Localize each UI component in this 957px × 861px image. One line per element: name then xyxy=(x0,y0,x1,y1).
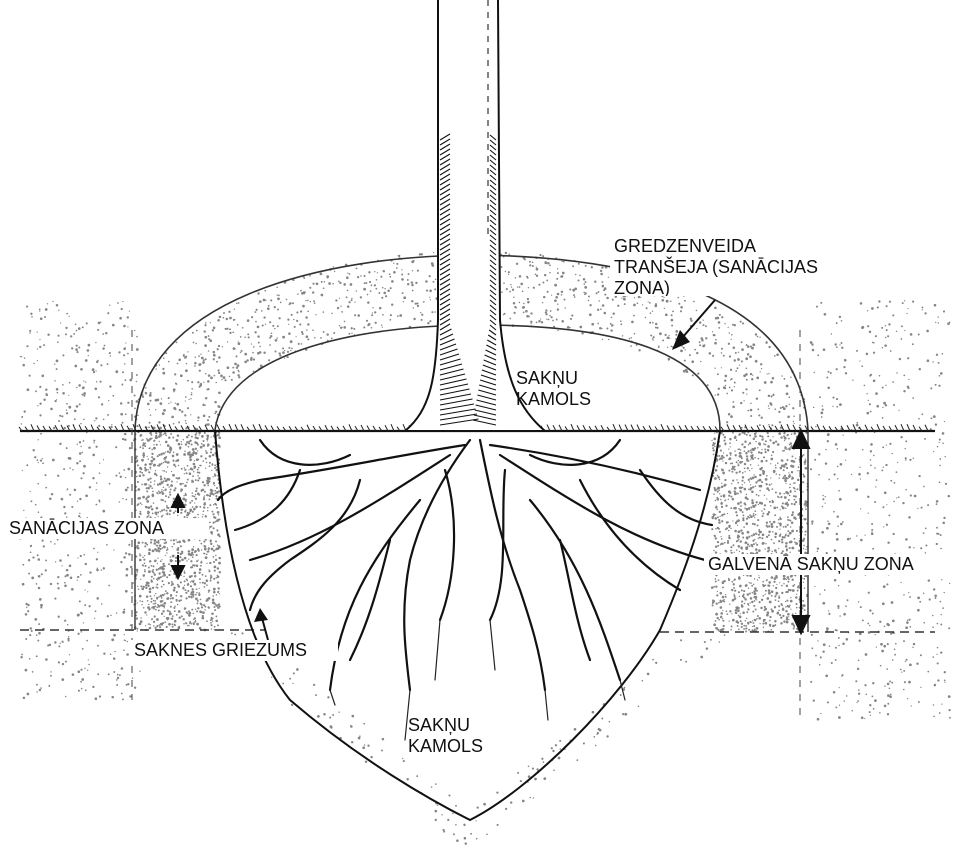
root-cut-label: SAKNES GRIEZUMS xyxy=(130,640,338,661)
main-root-zone-label: GALVENĀ SAKŅU ZONA xyxy=(704,554,957,575)
main-root-zone-dimension-icon xyxy=(793,431,809,633)
trench-label: GREDZENVEIDA TRANŠEJA (SANĀCIJAS ZONA) xyxy=(610,236,948,296)
root-cut-arrow-icon xyxy=(254,608,268,640)
root-ball-label-bottom: SAKŅU KAMOLS xyxy=(404,715,487,757)
root-ball-label-top: SAKŅU KAMOLS xyxy=(512,368,595,410)
remediation-zone-label: SANĀCIJAS ZONA xyxy=(5,518,209,539)
trench-arrow-icon xyxy=(672,300,715,350)
tree-trunk xyxy=(405,0,545,431)
